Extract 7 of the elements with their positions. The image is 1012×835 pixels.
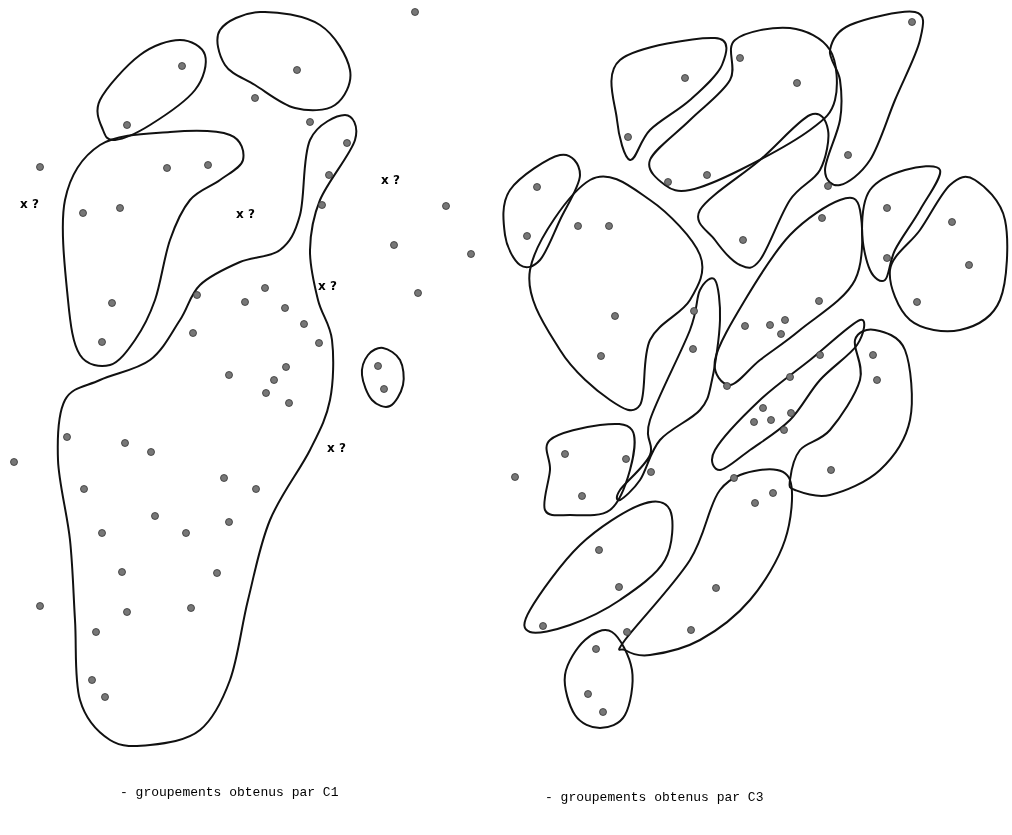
caption: - groupements obtenus par C1 (120, 786, 339, 799)
question-mark-label: x ? (20, 198, 39, 210)
question-mark-label: x ? (236, 208, 255, 220)
caption: - groupements obtenus par C3 (545, 791, 764, 804)
question-mark-label: x ? (318, 280, 337, 292)
question-mark-label: x ? (327, 442, 346, 454)
question-mark-label: x ? (381, 174, 400, 186)
